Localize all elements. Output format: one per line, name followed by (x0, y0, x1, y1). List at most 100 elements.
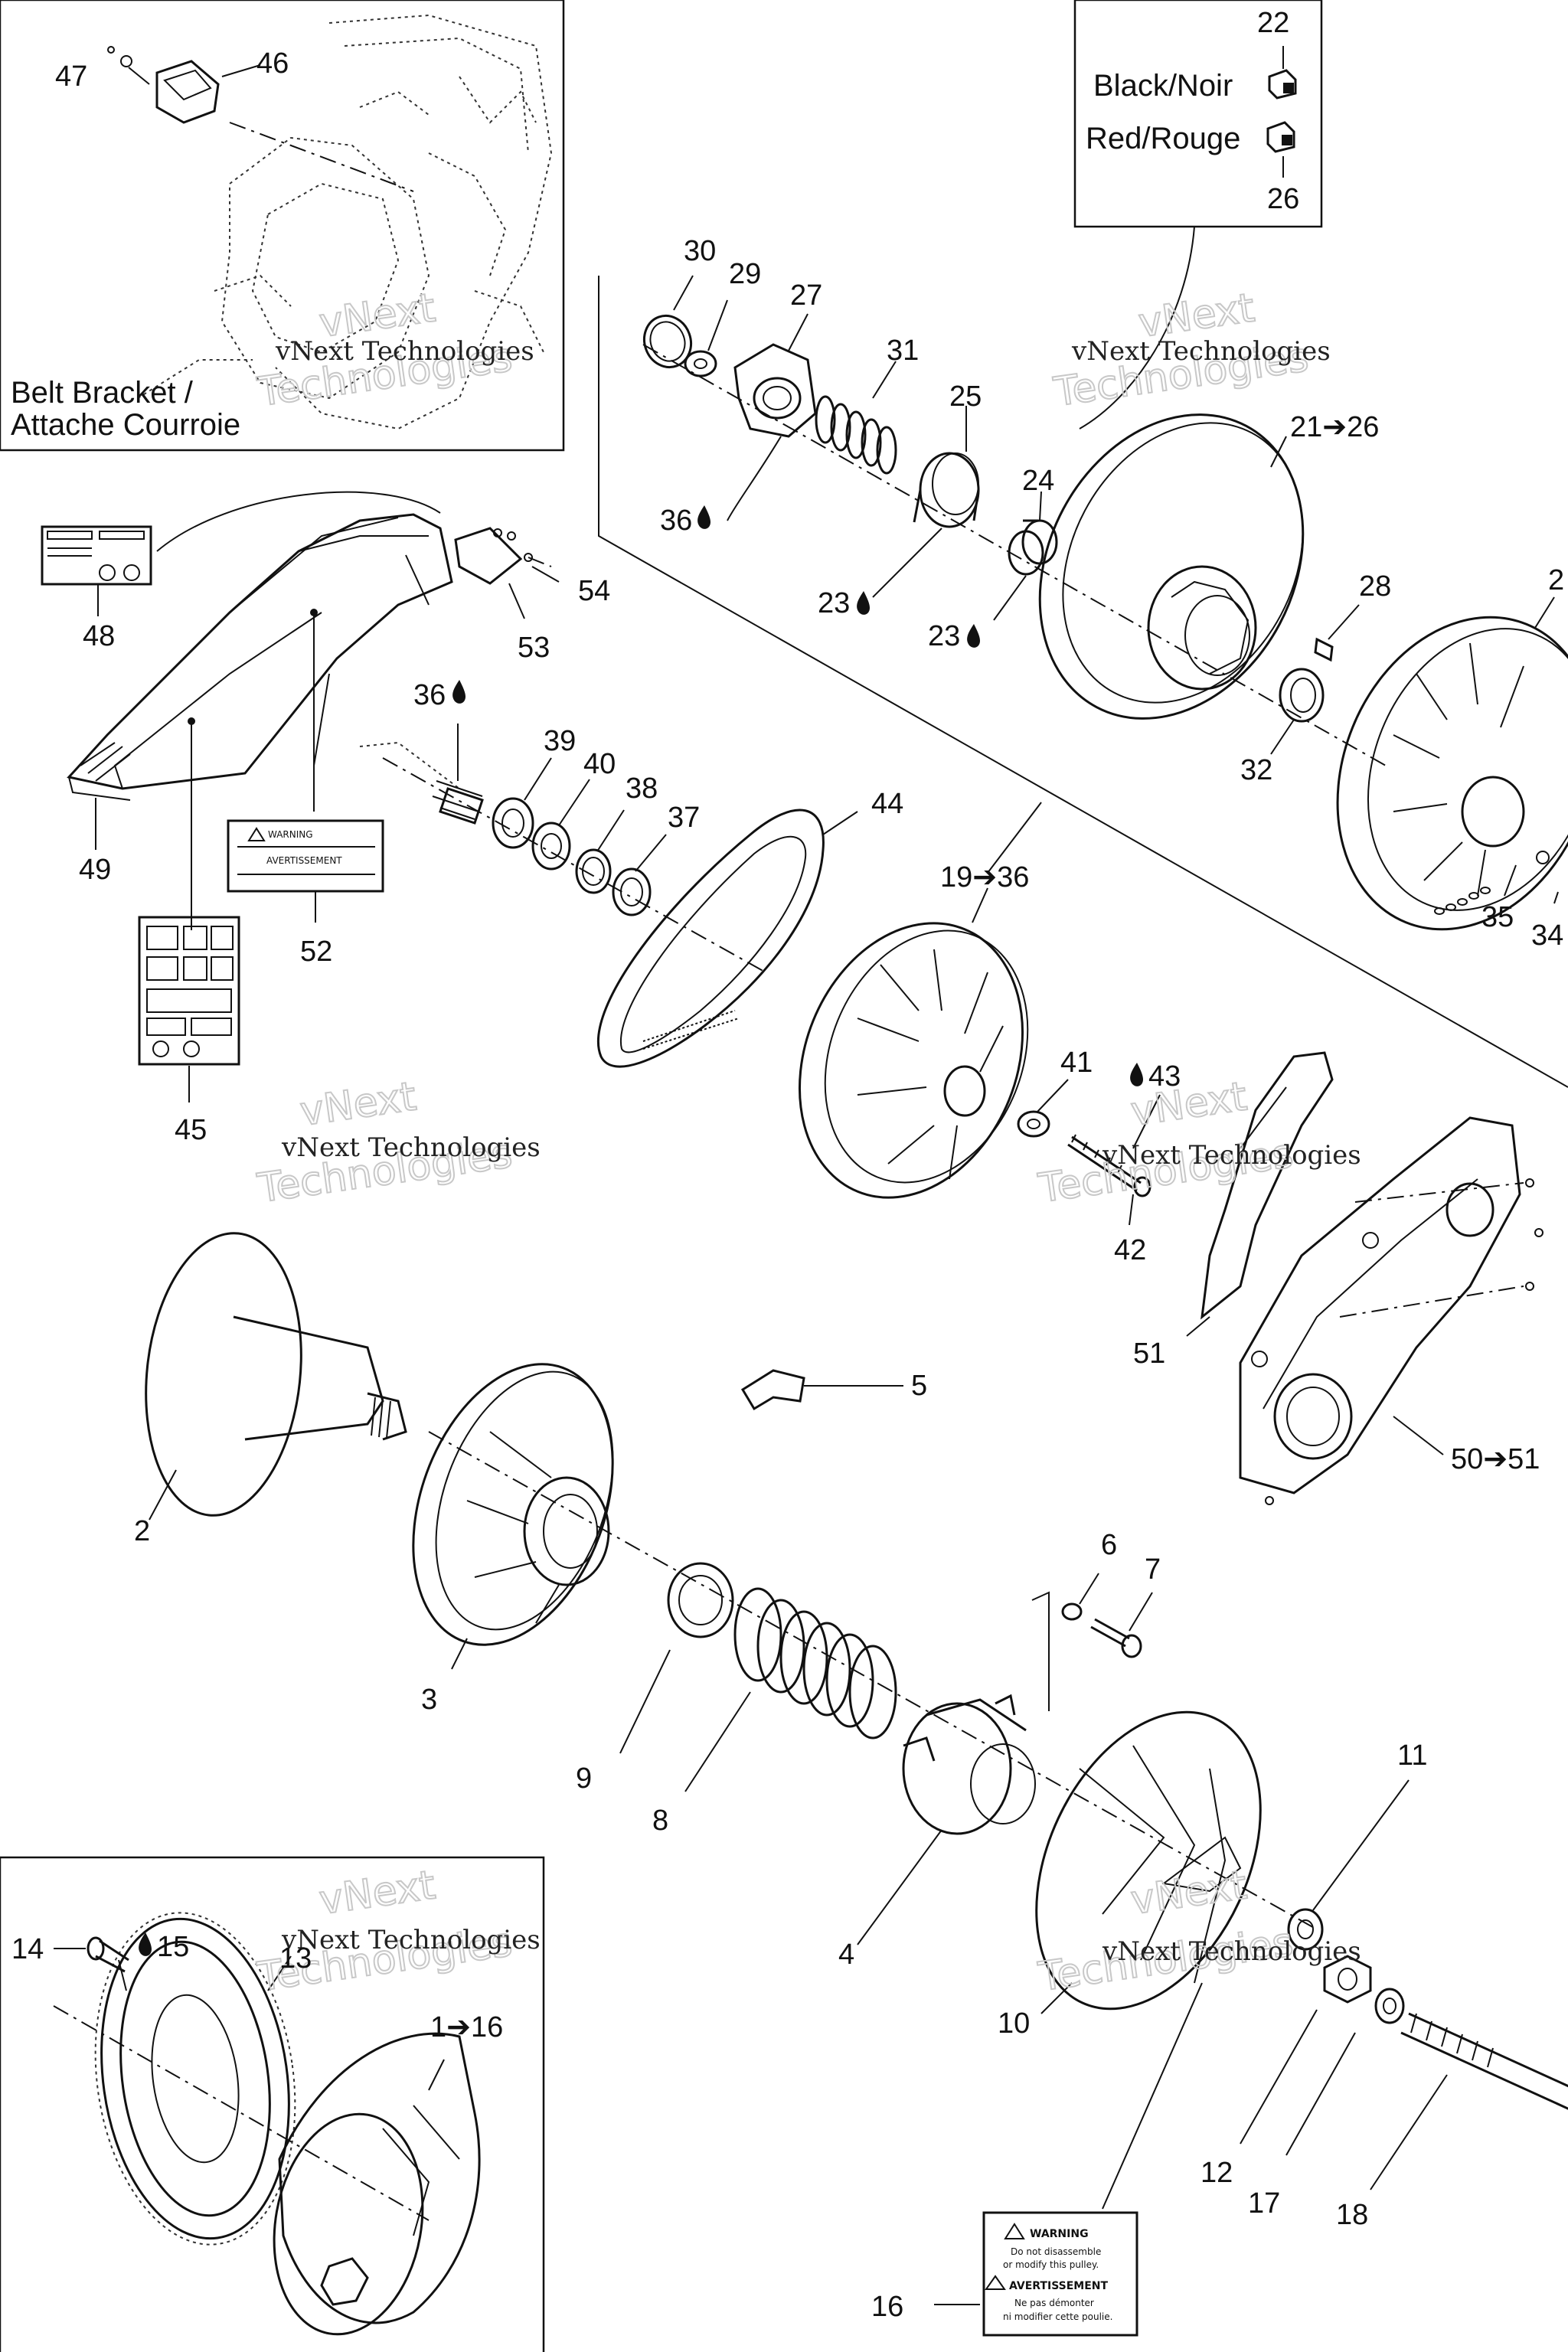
movable-sheave-3 (412, 1363, 614, 1646)
cam-27 (733, 343, 817, 438)
avert-line1: Ne pas démonter (1014, 2298, 1094, 2308)
svg-text:vNext Technologies: vNext Technologies (275, 336, 534, 367)
driven-sheave-2 (1336, 616, 1568, 931)
callout-32: 32 (1240, 754, 1272, 786)
callout-51: 51 (1133, 1338, 1165, 1370)
callout-54: 54 (578, 575, 610, 607)
callout-8: 8 (652, 1805, 668, 1837)
svg-text:vNext Technologies: vNext Technologies (1102, 1936, 1361, 1967)
callout-49: 49 (79, 854, 111, 886)
callout-48: 48 (83, 620, 115, 652)
belt-bracket-label: Belt Bracket / (11, 376, 194, 410)
callout-38: 38 (626, 773, 658, 805)
red-rouge-label: Red/Rouge (1086, 122, 1240, 155)
svg-text:vNext Technologies: vNext Technologies (1102, 1140, 1361, 1171)
bolt-18 (1400, 2012, 1568, 2110)
callout-46: 46 (256, 47, 289, 80)
callout-39: 39 (544, 725, 576, 757)
callout-3: 3 (421, 1684, 437, 1716)
callout-17: 17 (1248, 2187, 1280, 2220)
watermark-bottom-left: vNext Technologies vNext Technologies (253, 1861, 541, 2001)
callout-13: 13 (279, 1942, 312, 1975)
ring-gear-inset (0, 1856, 545, 2352)
callout-29: 29 (729, 258, 761, 290)
roller-5 (740, 1369, 805, 1411)
watermark-top-right: vNext Technologies vNext Technologies (1050, 284, 1330, 416)
drop-icon (697, 505, 710, 529)
bushing-24 (1008, 519, 1058, 576)
svg-text:vNext Technologies: vNext Technologies (281, 1925, 541, 1955)
svg-text:vNext: vNext (1128, 1073, 1250, 1135)
drop-icon (139, 1932, 152, 1956)
decal-52: WARNING AVERTISSEMENT (227, 819, 384, 893)
svg-text:vNext Technologies: vNext Technologies (281, 1132, 541, 1163)
svg-text:AVERTISSEMENT: AVERTISSEMENT (266, 855, 342, 866)
callout-47: 47 (55, 60, 87, 93)
callout-5: 5 (911, 1370, 927, 1402)
callout-10: 10 (998, 2007, 1030, 2040)
ring-25 (913, 452, 980, 528)
decal-45 (138, 916, 240, 1066)
drive-belt-44 (596, 808, 825, 1068)
callout-23-left: 23 (818, 587, 850, 619)
drop-icon (857, 591, 870, 615)
callout-7: 7 (1145, 1553, 1161, 1586)
belt-cover-50 (1239, 1116, 1521, 1494)
callout-24: 24 (1022, 465, 1054, 497)
drop-icon (1130, 1063, 1143, 1086)
nut-12 (1323, 1955, 1372, 2004)
belt-bracket-inset: Belt Bracket / Attache Courroie (0, 0, 565, 452)
callout-36-top: 36 (660, 505, 692, 537)
callout-41: 41 (1060, 1047, 1093, 1079)
svg-text:vNext: vNext (297, 1073, 419, 1135)
attache-courroie-label: Attache Courroie (11, 408, 240, 442)
watermark-mid-right: vNext Technologies vNext Technologies (1034, 1073, 1361, 1213)
callout-14: 14 (11, 1933, 44, 1965)
bolt-42 (1067, 1134, 1152, 1197)
fixed-sheave-2 (145, 1232, 407, 1517)
callout-27: 27 (790, 279, 822, 312)
decal-48 (41, 525, 152, 586)
callout-2-right: 2 (1548, 564, 1564, 596)
callout-22: 22 (1257, 7, 1289, 39)
callout-34: 34 (1531, 920, 1563, 952)
watermark-top: vNext Technologies vNext Technologies (253, 284, 534, 416)
watermark-mid-left: vNext Technologies vNext Technologies (253, 1073, 541, 1213)
callout-40: 40 (583, 748, 616, 780)
ring-gear-13 (94, 1912, 296, 2246)
shaft-36 (359, 741, 484, 825)
screw-7 (1090, 1618, 1142, 1658)
driven-pulley-group-line (598, 276, 1568, 1088)
cover-10 (1035, 1710, 1262, 2011)
callout-19: 19➔36 (940, 861, 1029, 893)
callout-23-right: 23 (928, 620, 960, 652)
drop-icon (452, 680, 466, 704)
callout-6: 6 (1101, 1529, 1117, 1561)
callout-26: 26 (1267, 183, 1299, 215)
callout-42: 42 (1114, 1234, 1146, 1266)
callout-labels: 47 46 22 26 30 29 27 31 25 24 21➔26 28 2… (11, 7, 1564, 2323)
lubricant-drop-icons (139, 505, 1143, 1956)
sheave-21 (1038, 413, 1305, 720)
spider-4 (902, 1694, 1036, 1835)
callout-30: 30 (684, 235, 716, 267)
spring-31 (815, 395, 897, 475)
belt-guard (67, 513, 453, 801)
callout-16: 16 (871, 2291, 903, 2323)
warning-label-16: WARNING Do not disassemble or modify thi… (982, 2211, 1138, 2337)
callout-25: 25 (949, 381, 982, 413)
bracket-53 (454, 527, 533, 585)
callout-4: 4 (838, 1939, 854, 1971)
callout-9: 9 (576, 1762, 592, 1795)
drive-pulley-19 (798, 922, 1029, 1199)
black-connector-icon (1268, 69, 1297, 100)
callout-31: 31 (887, 335, 919, 367)
callout-1: 1➔16 (430, 2011, 503, 2043)
callout-44: 44 (871, 788, 903, 820)
connector-color-inset: Black/Noir Red/Rouge (1073, 0, 1323, 430)
red-connector-icon (1266, 121, 1295, 153)
drop-icon (967, 624, 980, 648)
avertissement-word: AVERTISSEMENT (1009, 2280, 1109, 2292)
callout-2-left: 2 (134, 1515, 150, 1547)
